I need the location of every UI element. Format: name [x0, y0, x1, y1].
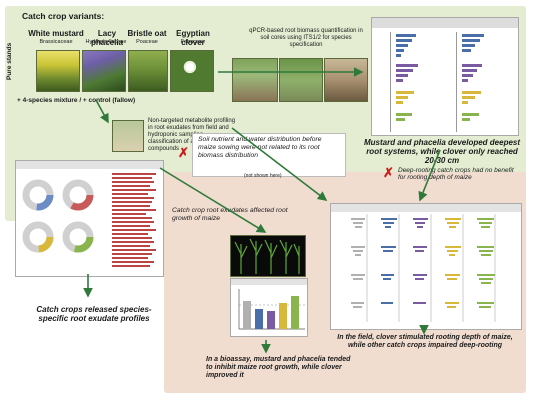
metabolite-method-text: Non-targeted metabolite profiling in roo…: [148, 118, 236, 152]
crop-name-mustard: White mustard: [28, 29, 84, 38]
deep-rooting-text: Deep-rooting catch crops had no benefit …: [398, 167, 514, 182]
finding-exudate-profiles: Catch crops released species-specific ro…: [36, 305, 152, 324]
crop-name-clover: Egyptian clover: [176, 29, 210, 48]
arrow-qpcr-to-field: [231, 127, 328, 201]
maize-root-growth-chart: [230, 278, 308, 337]
photo-field-sampling-2: [279, 58, 323, 102]
finding-root-depth: Mustard and phacelia developed deepest r…: [363, 138, 521, 166]
photo-white-mustard: [36, 50, 80, 92]
finding-field-rooting: In the field, clover stimulated rooting …: [337, 334, 513, 350]
photo-maize-bioassay: [230, 235, 306, 277]
not-shown-note: (not shown here): [244, 173, 282, 179]
crop-family-clover: Fabaceae: [180, 39, 206, 45]
maize-rooting-bars: [331, 204, 521, 322]
arrow-to-bioassay: [159, 167, 267, 233]
exudate-donut-charts: [16, 161, 163, 267]
cross-icon: ✗: [383, 165, 394, 180]
arrow-to-field-rooting: [418, 149, 441, 202]
photo-field-sampling-1: [232, 58, 278, 102]
finding-bioassay: In a bioassay, mustard and phacelia tend…: [206, 356, 351, 380]
crop-family-mustard: Brassicaceae: [39, 39, 73, 45]
qpcr-method-text: qPCR-based root biomass quantification i…: [249, 28, 363, 48]
crop-name-phacelia: Lacy phacelia: [90, 29, 123, 48]
soil-distribution-note: [192, 133, 346, 177]
photo-lacy-phacelia: [82, 50, 126, 92]
mixture-label: + 4-species mixture / + control (fallow): [17, 97, 136, 104]
exudate-profile-figure: [15, 160, 164, 277]
photo-exudate-sampling: [112, 120, 144, 152]
crop-name-oat: Bristle oat: [127, 29, 167, 38]
photo-egyptian-clover: [170, 50, 214, 92]
arrow-to-metabolites: [95, 99, 109, 124]
page-title: Catch crop variants:: [22, 11, 105, 21]
maize-seedlings: [234, 238, 300, 274]
cross-icon: ✗: [178, 145, 189, 160]
soil-distribution-text: Soil nutrient and water distribution bef…: [198, 136, 322, 159]
bioassay-bars: [231, 279, 307, 330]
root-biomass-figure: [371, 17, 519, 136]
root-biomass-bars: [372, 18, 518, 132]
crop-family-oat: Poaceae: [136, 39, 158, 45]
crop-family-phacelia: Hydrophyllaceae: [85, 39, 127, 45]
photo-soil-core: [324, 58, 368, 102]
photo-bristle-oat: [128, 50, 168, 92]
